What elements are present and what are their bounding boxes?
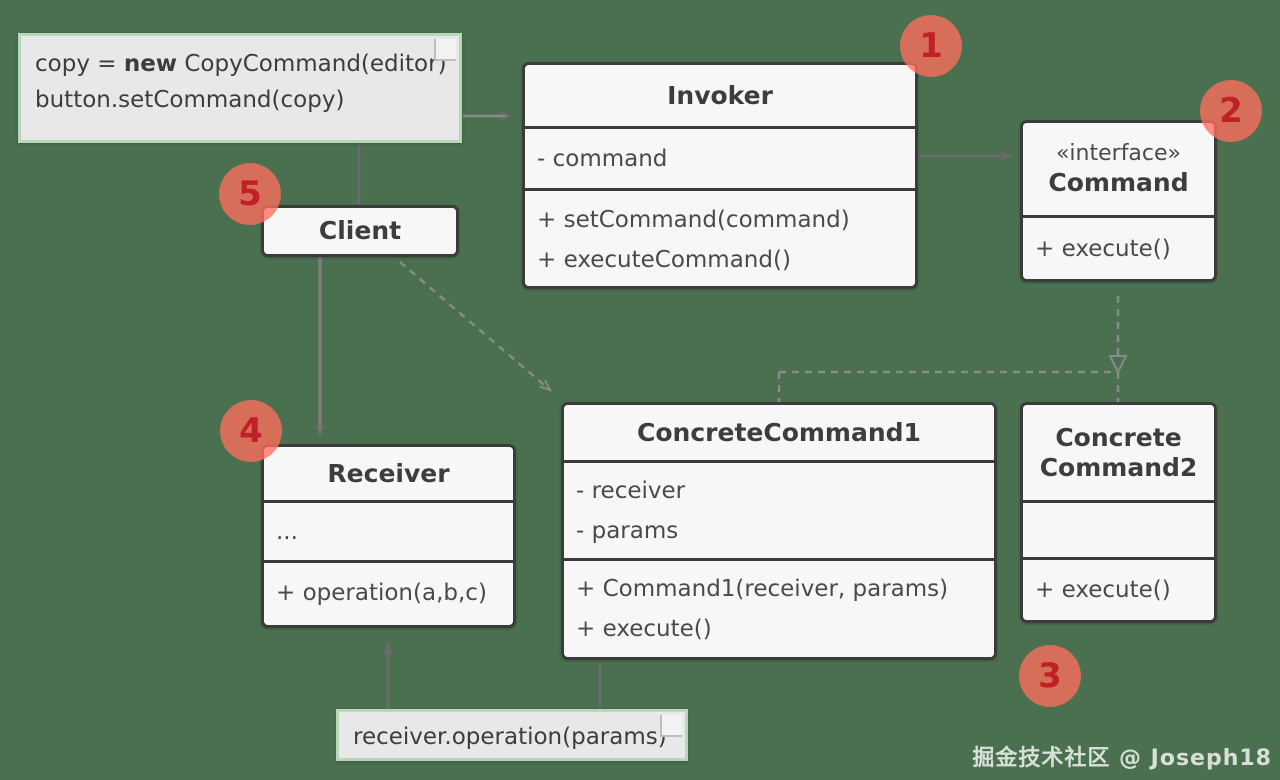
command-stereotype: «interface» bbox=[1055, 141, 1182, 166]
concrete1-methods-section: + Command1(receiver, params) + execute() bbox=[564, 558, 994, 657]
step-badge-4: 4 bbox=[220, 400, 282, 462]
receiver-title-section: Receiver bbox=[264, 447, 513, 500]
client-note-keyword-new: new bbox=[123, 51, 178, 77]
concrete2-class-name-line-1: Concrete bbox=[1055, 422, 1182, 452]
concrete1-method: + Command1(receiver, params) bbox=[576, 576, 949, 602]
step-badge-1: 1 bbox=[900, 15, 962, 77]
step-badge-2: 2 bbox=[1200, 80, 1262, 142]
concrete1-attribute: - receiver bbox=[576, 477, 686, 504]
class-box-command[interactable]: «interface» Command + execute() bbox=[1020, 120, 1217, 282]
command-methods-section: + execute() bbox=[1023, 215, 1214, 279]
class-box-concrete-command-1[interactable]: ConcreteCommand1 - receiver - params + C… bbox=[561, 402, 997, 660]
note-fold-corner-icon bbox=[660, 715, 682, 737]
step-badge-1-label: 1 bbox=[919, 26, 943, 66]
receiver-attribute: ... bbox=[276, 518, 298, 545]
client-note: copy = new CopyCommand(editor) button.se… bbox=[18, 33, 462, 143]
receiver-class-name: Receiver bbox=[327, 458, 450, 488]
concrete2-title-section: Concrete Command2 bbox=[1023, 405, 1214, 500]
client-title-section: Client bbox=[264, 208, 456, 254]
receiver-method: + operation(a,b,c) bbox=[276, 579, 487, 606]
invoker-method: + setCommand(command) bbox=[537, 207, 850, 233]
class-box-concrete-command-2[interactable]: Concrete Command2 + execute() bbox=[1020, 402, 1217, 623]
invoker-methods-section: + setCommand(command) + executeCommand() bbox=[525, 188, 915, 286]
client-note-line-1-a: copy = bbox=[35, 51, 124, 77]
client-note-line-1: copy = new CopyCommand(editor) bbox=[35, 46, 447, 82]
invoker-attribute: - command bbox=[537, 145, 668, 172]
step-badge-5: 5 bbox=[219, 163, 281, 225]
receiver-note-line-1: receiver.operation(params) bbox=[353, 724, 667, 750]
invoker-title-section: Invoker bbox=[525, 65, 915, 126]
concrete2-class-name-line-2: Command2 bbox=[1039, 452, 1198, 482]
client-class-name: Client bbox=[318, 216, 402, 245]
step-badge-4-label: 4 bbox=[239, 411, 263, 451]
concrete2-methods-section: + execute() bbox=[1023, 557, 1214, 620]
concrete1-class-name: ConcreteCommand1 bbox=[637, 417, 921, 447]
class-box-receiver[interactable]: Receiver ... + operation(a,b,c) bbox=[261, 444, 516, 628]
concrete1-attribute: - params bbox=[576, 517, 679, 544]
concrete2-method: + execute() bbox=[1035, 577, 1171, 603]
step-badge-3: 3 bbox=[1019, 645, 1081, 707]
client-note-line-1-c: CopyCommand(editor) bbox=[177, 51, 447, 77]
concrete1-attributes-section: - receiver - params bbox=[564, 460, 994, 558]
watermark: 掘金技术社区 @ Joseph18 bbox=[972, 746, 1272, 771]
invoker-method: + executeCommand() bbox=[537, 247, 791, 273]
command-class-name: Command bbox=[1048, 168, 1189, 197]
invoker-attributes-section: - command bbox=[525, 126, 915, 188]
concrete1-title-section: ConcreteCommand1 bbox=[564, 405, 994, 460]
concrete1-method: + execute() bbox=[576, 616, 712, 642]
receiver-note: receiver.operation(params) bbox=[336, 709, 688, 761]
receiver-methods-section: + operation(a,b,c) bbox=[264, 560, 513, 622]
command-title-section: «interface» Command bbox=[1023, 123, 1214, 215]
invoker-class-name: Invoker bbox=[667, 80, 773, 110]
class-box-invoker[interactable]: Invoker - command + setCommand(command) … bbox=[522, 62, 918, 289]
note-fold-corner-icon bbox=[434, 39, 456, 61]
command-method: + execute() bbox=[1035, 235, 1171, 262]
step-badge-3-label: 3 bbox=[1038, 656, 1062, 696]
client-note-line-2: button.setCommand(copy) bbox=[35, 87, 345, 113]
receiver-attributes-section: ... bbox=[264, 500, 513, 560]
concrete2-attributes-section bbox=[1023, 500, 1214, 557]
step-badge-5-label: 5 bbox=[238, 174, 262, 214]
step-badge-2-label: 2 bbox=[1219, 91, 1243, 131]
class-box-client[interactable]: Client bbox=[261, 205, 459, 257]
